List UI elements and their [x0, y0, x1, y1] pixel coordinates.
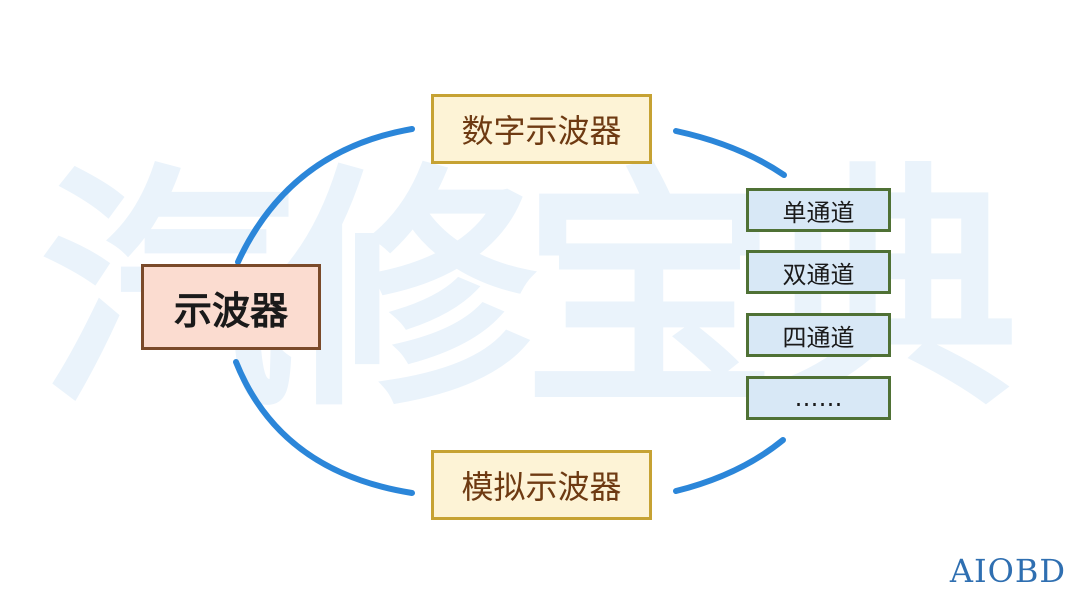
channel-node-single: 单通道 — [746, 188, 891, 232]
oscilloscope-label: 示波器 — [173, 288, 288, 333]
arc-bottom-left — [233, 359, 415, 496]
analog-oscilloscope-label: 模拟示波器 — [461, 468, 622, 506]
brand-logo-text: AIOBD — [949, 552, 1066, 590]
arc-top-left — [235, 126, 415, 265]
channel-label: …… — [794, 384, 843, 412]
oscilloscope-node: 示波器 — [141, 264, 321, 350]
channel-label: 四通道 — [782, 323, 855, 352]
digital-oscilloscope-label: 数字示波器 — [461, 112, 622, 150]
analog-oscilloscope-node: 模拟示波器 — [431, 450, 652, 520]
channel-node-dual: 双通道 — [746, 250, 891, 294]
channel-node-more: …… — [746, 376, 891, 420]
channel-label: 单通道 — [782, 198, 855, 227]
channel-node-quad: 四通道 — [746, 313, 891, 357]
channel-label: 双通道 — [782, 260, 855, 289]
digital-oscilloscope-node: 数字示波器 — [431, 94, 652, 164]
arc-bottom-right — [673, 437, 786, 494]
arc-top-right — [673, 128, 787, 178]
